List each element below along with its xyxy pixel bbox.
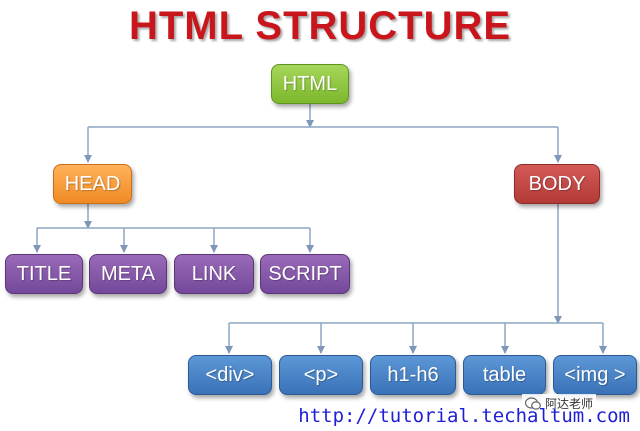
node-script-label: SCRIPT: [268, 262, 342, 285]
node-table: table: [463, 355, 546, 395]
node-div-label: <div>: [205, 363, 255, 386]
watermark: 阿达老师: [522, 394, 597, 413]
node-title: TITLE: [5, 254, 83, 294]
node-head: HEAD: [53, 164, 132, 204]
node-body-label: BODY: [528, 172, 586, 195]
node-meta: META: [89, 254, 167, 294]
node-body: BODY: [514, 164, 600, 204]
node-html-label: HTML: [282, 72, 338, 95]
footer-url[interactable]: http://tutorial.techaltum.com: [298, 405, 630, 427]
node-table-label: table: [482, 363, 527, 386]
footer: 阿达老师 http://tutorial.techaltum.com: [298, 394, 640, 431]
node-div: <div>: [188, 355, 272, 395]
node-script: SCRIPT: [260, 254, 350, 294]
node-img: <img >: [553, 355, 637, 395]
node-p-label: <p>: [303, 363, 339, 386]
node-h1-h6: h1-h6: [370, 355, 456, 395]
node-link: LINK: [174, 254, 254, 294]
watermark-text: 阿达老师: [545, 397, 594, 411]
node-p: <p>: [279, 355, 363, 395]
wechat-icon: [525, 396, 541, 410]
diagram-title: HTML STRUCTURE: [128, 4, 512, 48]
node-h1-h6-label: h1-h6: [387, 363, 439, 386]
node-meta-label: META: [100, 262, 156, 285]
node-link-label: LINK: [191, 262, 237, 285]
node-head-label: HEAD: [64, 172, 121, 195]
node-html: HTML: [271, 64, 349, 104]
node-title-label: TITLE: [16, 262, 72, 285]
node-img-label: <img >: [564, 363, 626, 386]
